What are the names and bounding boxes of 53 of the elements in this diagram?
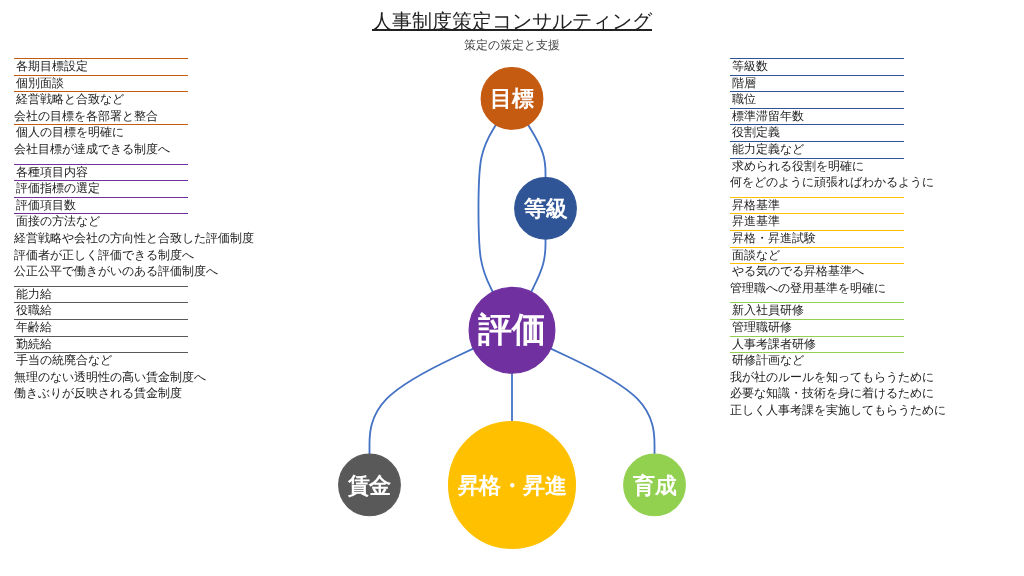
description-text: 正しく人事考課を実施してもらうために [730, 402, 947, 419]
list-item: 各種項目内容 [14, 163, 188, 181]
list-item: 年齢給 [14, 318, 188, 336]
list-item: 能力定義など [730, 140, 904, 158]
node-circle: 賃金 [338, 453, 401, 517]
list-item: 昇格・昇進試験 [730, 229, 904, 247]
connector [477, 123, 497, 293]
list-item: 個別面談 [14, 74, 188, 92]
description-text: 評価者が正しく評価できる制度へ [14, 247, 195, 264]
connector [527, 123, 547, 179]
description-text: 経営戦略や会社の方向性と合致した評価制度 [14, 230, 255, 247]
connector [511, 372, 513, 423]
list-item: 経営戦略と合致など [14, 91, 188, 108]
description-text: 我が社のルールを知ってもらうために [730, 369, 935, 386]
list-item: 役職給 [14, 302, 188, 319]
list-item: 役割定義 [730, 124, 904, 141]
list-item: 個人の目標を明確に [14, 124, 188, 141]
list-item: 評価指標の選定 [14, 180, 188, 197]
list-item: 階層 [730, 74, 904, 92]
node-circle: 昇格・昇進 [448, 420, 576, 549]
node-circle: 評価 [468, 286, 556, 374]
list-item: 各期目標設定 [14, 58, 188, 75]
list-item: 面接の方法など [14, 213, 188, 230]
node-circle: 目標 [480, 67, 544, 130]
list-item: 評価項目数 [14, 196, 188, 214]
list-item: 標準滞留年数 [730, 107, 904, 125]
description-text: 公正公平で働きがいのある評価制度へ [14, 264, 219, 280]
node-circle: 等級 [514, 176, 577, 240]
list-item: 研修計画など [730, 352, 904, 369]
list-item: 昇格基準 [730, 196, 904, 214]
list-item: 昇進基準 [730, 213, 904, 230]
list-item: 勤続給 [14, 335, 188, 353]
description-text: 何をどのように頑張ればわかるように [730, 175, 935, 191]
list-item: 人事考課者研修 [730, 335, 904, 353]
list-item: 職位 [730, 91, 904, 108]
list-item: 求められる役割を明確に [730, 157, 904, 175]
description-text: 管理職への登用基準を明確に [730, 280, 887, 297]
list-item: 管理職研修 [730, 318, 904, 336]
description-text: 会社目標が達成できる制度へ [14, 141, 171, 158]
list-item: 能力給 [14, 285, 188, 303]
list-item: 新入社員研修 [730, 302, 904, 319]
list-item: 面談など [730, 246, 904, 264]
description-text: 働きぶりが反映される賃金制度 [14, 386, 183, 402]
description-text: 必要な知識・技術を身に着けるために [730, 386, 935, 402]
subtitle: 策定の策定と支援 [464, 38, 560, 52]
node-circle: 育成 [623, 453, 686, 517]
list-item: 手当の統廃合など [14, 352, 188, 369]
description-text: 会社の目標を各部署と整合 [14, 108, 159, 125]
connector [530, 238, 547, 293]
title: 人事制度策定コンサルティング [372, 9, 652, 33]
list-item: 等級数 [730, 58, 904, 75]
description-text: 無理のない透明性の高い賃金制度へ [14, 369, 207, 386]
list-item: やる気のでる昇格基準へ [730, 263, 904, 280]
